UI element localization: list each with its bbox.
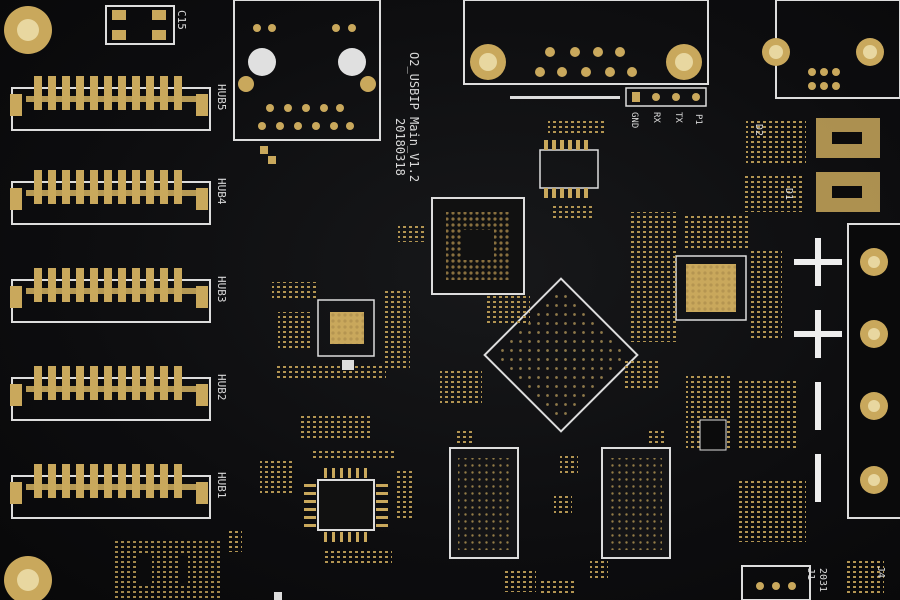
qfn-ic-right — [630, 212, 782, 342]
pin-rx-label: RX — [651, 112, 661, 123]
ref-2031: 2031 — [817, 568, 828, 592]
top-right-connector-footprint — [762, 0, 900, 99]
qfn-ic-left — [272, 282, 410, 380]
usb-hub-connector-2 — [10, 366, 211, 421]
dram-chip-2 — [601, 447, 671, 559]
ref-j4: J4 — [875, 566, 886, 578]
small-bga-chip — [431, 197, 525, 295]
pin-tx-label: TX — [673, 112, 683, 123]
ref-p1: P1 — [693, 114, 703, 125]
capacitor-c15 — [105, 5, 175, 45]
minus-mark — [815, 454, 821, 502]
hub-label-hub2: HUB2 — [215, 374, 228, 401]
hub-label-hub3: HUB3 — [215, 276, 228, 303]
hub-label-hub4: HUB4 — [215, 178, 228, 205]
ethernet-jack-footprint — [233, 0, 381, 164]
board-title-silk: O2_USBIP Main_V1.2 — [407, 52, 421, 182]
qfp-ic-bottom — [260, 414, 414, 566]
hub-label-hub5: HUB5 — [215, 84, 228, 111]
usb-hub-connector-3 — [10, 268, 211, 323]
usb-hub-connector-4 — [10, 170, 211, 225]
ref-c15: C15 — [175, 10, 188, 30]
dram-chip-1 — [449, 447, 519, 559]
uart-header — [625, 87, 707, 107]
right-passives — [686, 118, 884, 600]
power-terminal-block — [847, 223, 900, 519]
usb-hub-connector-1 — [10, 464, 211, 519]
ref-d1: D1 — [783, 188, 794, 200]
soic-ic — [539, 118, 604, 220]
power-polarity-marks — [794, 238, 842, 502]
hub-label-hub1: HUB1 — [215, 472, 228, 499]
top-connector-footprint — [463, 0, 709, 99]
minus-mark — [815, 382, 821, 430]
ref-d2: D2 — [753, 124, 764, 136]
board-date-silk: 20180318 — [393, 118, 407, 176]
mounting-hole-top-left — [4, 6, 52, 54]
mounting-hole-bottom-left — [4, 556, 52, 600]
ref-j1: J1 — [805, 568, 816, 580]
misc-passives — [228, 226, 664, 600]
bottom-soic-pair — [114, 540, 220, 600]
usb-hub-connector-5 — [10, 76, 211, 131]
pin-gnd-label: GND — [629, 112, 639, 128]
